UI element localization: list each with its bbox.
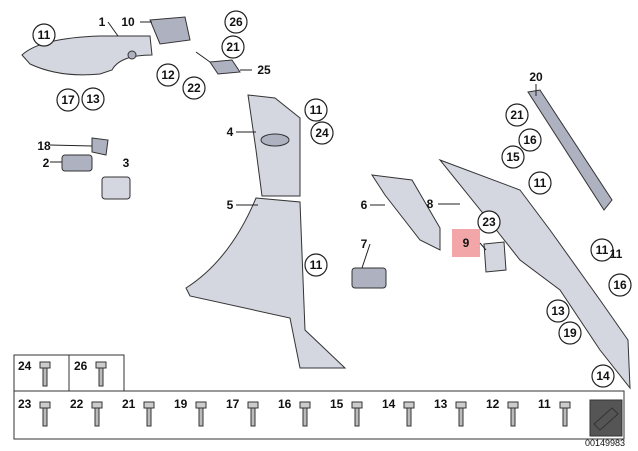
callout-circle — [558, 321, 582, 345]
fastener-icon — [247, 401, 259, 427]
callout-circle — [518, 128, 542, 152]
part-label: 11 — [310, 103, 323, 117]
callout-circle — [56, 88, 80, 112]
fastener-icon — [403, 401, 415, 427]
parts-legend-table — [13, 354, 625, 440]
part-18 — [91, 137, 109, 156]
legend-label: 19 — [174, 397, 188, 411]
callout-circle — [304, 98, 328, 122]
part-label: 7 — [361, 237, 368, 251]
leader-lines — [49, 21, 537, 269]
part-label: 24 — [315, 126, 329, 140]
part-label: 14 — [596, 369, 610, 383]
cover-9 — [483, 241, 507, 273]
direction-arrow-icon — [589, 399, 623, 437]
part-label: 4 — [227, 125, 234, 139]
clip-hole — [127, 50, 137, 60]
legend-label: 24 — [18, 359, 32, 373]
legend-label: 26 — [74, 359, 88, 373]
part-7 — [351, 267, 387, 289]
part-label: 25 — [257, 63, 271, 77]
part-label: 16 — [523, 133, 537, 147]
legend-label: 21 — [122, 397, 136, 411]
fastener-icon — [95, 361, 107, 387]
part-label: 21 — [510, 108, 524, 122]
callout-circle — [590, 238, 614, 262]
part-label: 16 — [613, 278, 627, 292]
callout-circle — [310, 121, 334, 145]
fastener-icon — [39, 361, 51, 387]
legend-label: 22 — [70, 397, 84, 411]
part-label: 15 — [506, 150, 520, 164]
callout-circle — [477, 210, 501, 234]
part-label: 23 — [482, 215, 496, 229]
fastener-icon — [39, 401, 51, 427]
callout-circle — [182, 76, 206, 100]
part-label: 13 — [551, 304, 565, 318]
callout-circle — [591, 364, 615, 388]
fastener-icon — [195, 401, 207, 427]
callout-circle — [608, 273, 632, 297]
callout-circle — [546, 299, 570, 323]
callout-circle — [224, 10, 248, 34]
bracket-10 — [149, 16, 191, 45]
part-label: 21 — [226, 40, 240, 54]
part-label: 22 — [187, 81, 201, 95]
pillar-trim-5 — [185, 197, 347, 369]
part-label: 26 — [229, 15, 243, 29]
legend-label: 13 — [434, 397, 448, 411]
callout-circle — [81, 87, 105, 111]
fastener-icon — [507, 401, 519, 427]
part-3 — [101, 176, 131, 200]
drawing-number: 00149983 — [585, 438, 625, 448]
part-label: 9 — [463, 236, 470, 250]
legend-cells: 24 26 23 22 21 19 17 16 15 14 13 12 11 — [18, 359, 623, 437]
part-label: 5 — [227, 198, 234, 212]
part-label: 11 — [38, 28, 51, 42]
callout-circle — [304, 253, 328, 277]
legend-label: 23 — [18, 397, 32, 411]
part-label: 1 — [99, 15, 106, 29]
part-label: 3 — [123, 156, 130, 170]
trim-panel-6 — [370, 174, 441, 251]
part-label: 20 — [529, 70, 543, 84]
legend-label: 14 — [382, 397, 396, 411]
legend-label: 12 — [486, 397, 500, 411]
part-label: 11 — [596, 243, 609, 257]
callout-circle — [505, 103, 529, 127]
highlight-box — [452, 229, 480, 257]
legend-label: 17 — [226, 397, 240, 411]
part-label: 17 — [61, 93, 75, 107]
fastener-icon — [143, 401, 155, 427]
part-label: 12 — [161, 68, 175, 82]
part-label: 2 — [43, 156, 50, 170]
callout-circle — [156, 63, 180, 87]
part-label: 11 — [310, 258, 323, 272]
fastener-icon — [299, 401, 311, 427]
legend-label: 11 — [538, 397, 551, 411]
part-label: 8 — [427, 197, 434, 211]
callout-circle — [501, 145, 525, 169]
part-2 — [61, 154, 93, 172]
legend-label: 16 — [278, 397, 292, 411]
pillar-opening — [260, 133, 290, 147]
legend-label: 15 — [330, 397, 344, 411]
fastener-icon — [351, 401, 363, 427]
part-label: 19 — [563, 326, 577, 340]
part-label: 11 — [534, 176, 547, 190]
part-label: 18 — [37, 139, 51, 153]
fastener-icon — [455, 401, 467, 427]
fastener-icon — [91, 401, 103, 427]
callout-circle — [221, 35, 245, 59]
callout-circle — [32, 23, 56, 47]
part-label: 10 — [121, 15, 135, 29]
fastener-icon — [559, 401, 571, 427]
part-label: 13 — [86, 92, 100, 106]
part-label: 11 — [610, 247, 623, 261]
callout-circle — [528, 171, 552, 195]
clip-25 — [209, 59, 241, 75]
part-label: 6 — [361, 198, 368, 212]
